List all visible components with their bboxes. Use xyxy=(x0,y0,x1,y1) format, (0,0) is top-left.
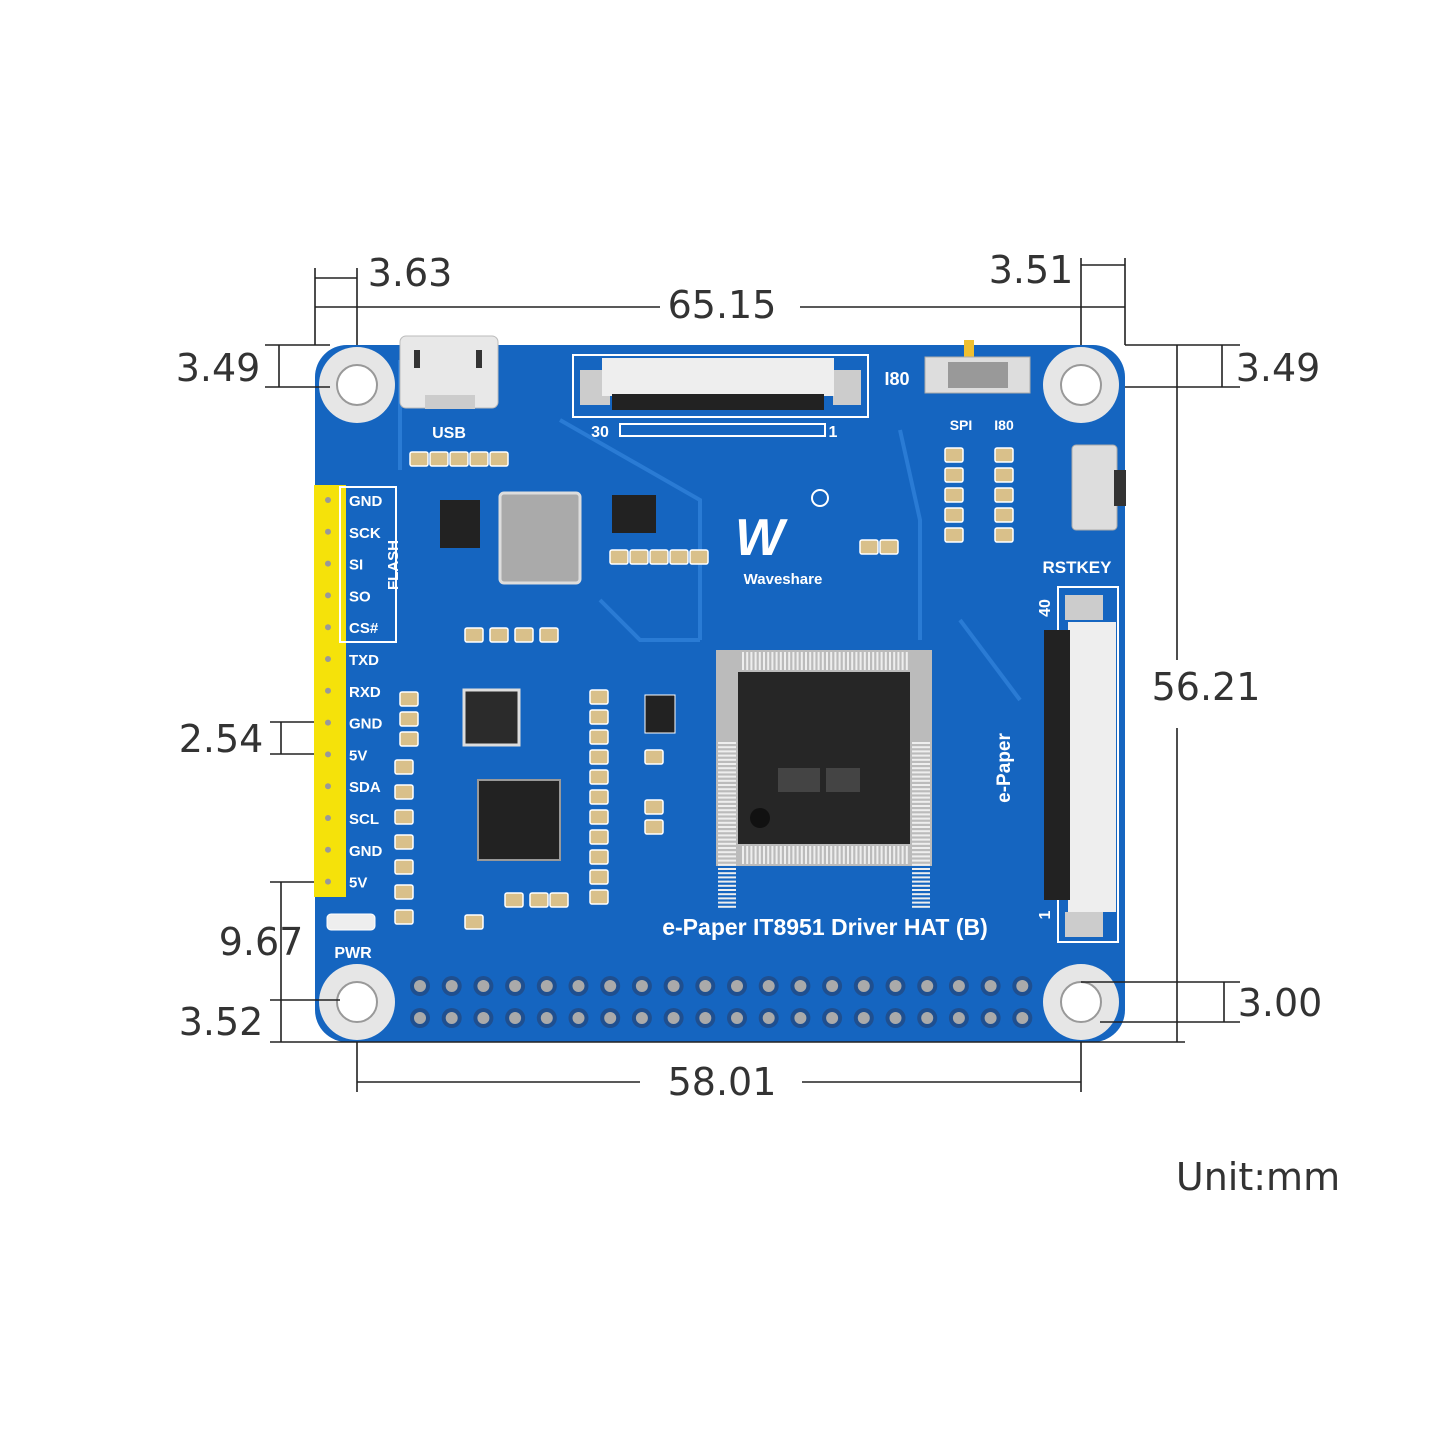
header-pin-label: SCL xyxy=(349,811,379,828)
dim-hole-offset-top-left: 3.49 xyxy=(176,346,261,390)
header-pin xyxy=(325,592,331,599)
mode-switch xyxy=(924,340,1031,394)
header-pin xyxy=(325,656,331,662)
dim-hole-offset-top-right: 3.49 xyxy=(1236,346,1321,390)
epaper-label: e-Paper xyxy=(994,733,1015,803)
header-pin-label: CS# xyxy=(349,620,379,637)
flash-chip xyxy=(612,495,656,533)
header-pin-label: TXD xyxy=(349,652,379,669)
header-pin xyxy=(325,560,331,567)
flash-box xyxy=(339,486,397,643)
header-pin xyxy=(325,528,331,535)
header-pin-label: GND xyxy=(349,843,383,860)
mcu-chip xyxy=(477,779,561,861)
dim-pin-to-hole: 9.67 xyxy=(219,920,304,964)
pcb-traces xyxy=(398,360,1022,702)
spi-label: SPI xyxy=(950,417,973,433)
fpc-top-pin-end: 1 xyxy=(829,424,838,441)
gpio-header xyxy=(410,976,1033,1028)
usb-connector xyxy=(399,335,499,409)
dim-board-width: 65.15 xyxy=(668,283,777,327)
header-pin-label: RXD xyxy=(349,684,381,701)
i80-label: I80 xyxy=(884,369,909,389)
header-pin xyxy=(325,497,331,503)
header-pin xyxy=(325,624,331,631)
header-pin-label: GND xyxy=(349,493,383,510)
fpc-right-pin-start: 40 xyxy=(1037,599,1054,617)
power-inductor xyxy=(498,491,582,585)
unit-label: Unit:mm xyxy=(1176,1155,1340,1199)
header-pin xyxy=(325,687,331,694)
dim-board-height: 56.21 xyxy=(1152,665,1261,709)
header-pin xyxy=(325,783,331,790)
fpc-connector-right xyxy=(1044,586,1119,943)
usb-label: USB xyxy=(432,425,466,442)
header-pin-label: 5V xyxy=(349,875,367,892)
power-ic xyxy=(440,500,480,548)
dim-pin-pitch: 2.54 xyxy=(179,717,264,761)
it8951-chip xyxy=(716,650,932,908)
dim-hole-offset-bottom-right: 3.00 xyxy=(1238,981,1323,1025)
mounting-holes xyxy=(319,347,1119,1040)
dim-hole-offset-right: 3.51 xyxy=(989,248,1074,292)
i80-switch-label: I80 xyxy=(994,417,1014,433)
dimension-lines xyxy=(265,258,1240,1092)
fpc-connector-top xyxy=(572,354,869,437)
waveshare-logo: W xyxy=(735,489,829,567)
crystal xyxy=(644,694,676,734)
fpc-right-pin-end: 1 xyxy=(1037,910,1054,919)
svg-text:W: W xyxy=(735,509,788,567)
pwr-label: PWR xyxy=(334,945,372,962)
pwr-led xyxy=(326,913,376,931)
dim-hole-offset-left: 3.63 xyxy=(368,251,453,295)
header-pin xyxy=(325,815,331,821)
board-title: e-Paper IT8951 Driver HAT (B) xyxy=(662,914,988,940)
header-pin-label: 5V xyxy=(349,747,367,764)
header-pin xyxy=(325,751,331,758)
header-pin-label: SCK xyxy=(349,525,381,542)
fpc-top-pin-start: 30 xyxy=(591,424,609,441)
header-pin-label: SI xyxy=(349,557,363,574)
rstkey-label: RSTKEY xyxy=(1043,558,1113,577)
header-pin-label: GND xyxy=(349,716,383,733)
header-pin xyxy=(325,878,331,885)
header-pin-label: SDA xyxy=(349,779,381,796)
smd-components xyxy=(394,447,1014,930)
brand-label: Waveshare xyxy=(744,571,823,588)
inductor xyxy=(462,688,521,747)
dim-hole-offset-bottom-left: 3.52 xyxy=(179,1000,264,1044)
dim-hole-spacing: 58.01 xyxy=(668,1060,777,1104)
header-pin xyxy=(325,719,331,726)
header-pin-label: SO xyxy=(349,588,371,605)
reset-key xyxy=(1071,444,1126,531)
flash-label: FLASH xyxy=(385,540,402,590)
header-pin xyxy=(325,846,331,853)
